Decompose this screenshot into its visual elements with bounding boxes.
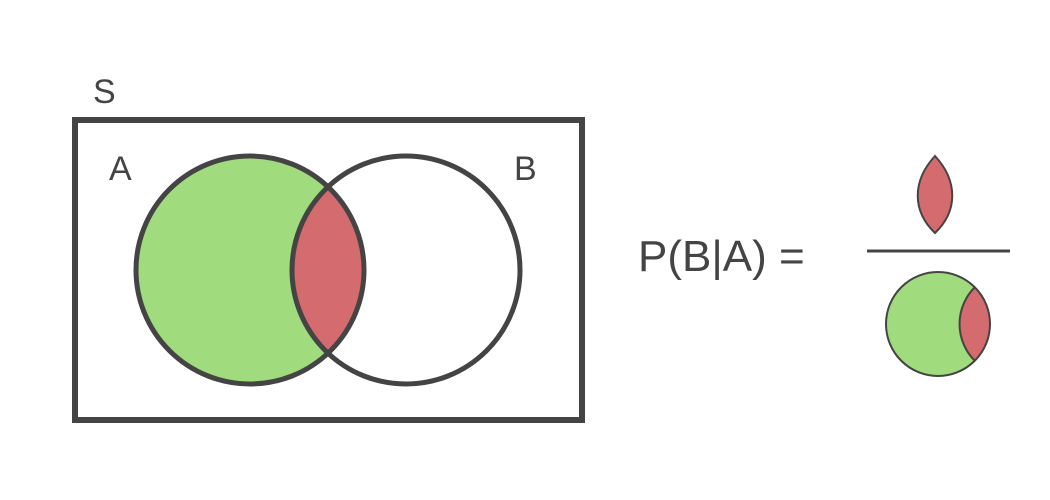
formula-label: P(B|A) = — [638, 232, 805, 281]
denominator-outline — [885, 271, 991, 377]
sample-space-label: S — [93, 73, 116, 111]
denominator-set-a-circle — [886, 272, 990, 376]
set-b-label: B — [514, 150, 537, 188]
denominator-intersection-arc — [958, 286, 976, 362]
sample-space-rectangle — [72, 117, 585, 423]
set-a-label: A — [109, 150, 132, 188]
set-b-circle — [289, 153, 523, 387]
set-a-outline — [133, 153, 367, 387]
numerator-intersection-shape — [916, 154, 954, 235]
